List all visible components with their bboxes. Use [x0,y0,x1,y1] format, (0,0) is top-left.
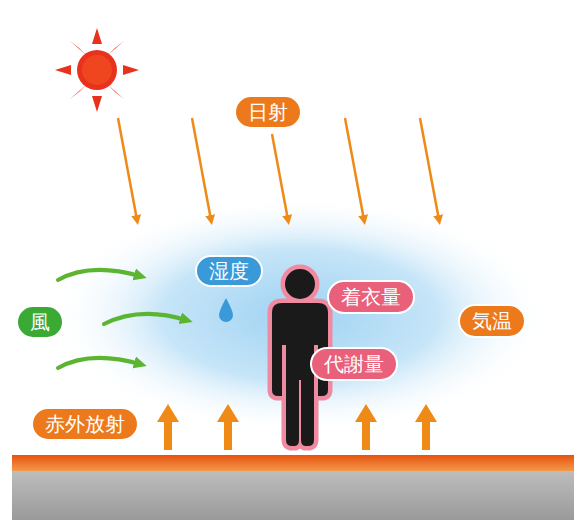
factor-label: 着衣量 [341,287,401,307]
factor-pill: 赤外放射 [31,407,139,441]
water-drop [219,298,233,322]
factor-pill: 湿度 [195,255,263,287]
ground-base [12,471,574,520]
sun [55,28,139,112]
factor-label: 代謝量 [324,354,384,374]
factor-label: 風 [30,312,50,332]
ground-surface [12,455,574,471]
infrared-arrows [157,404,437,450]
wind-arrows [58,270,186,368]
factor-label: 気温 [472,311,512,331]
factor-pill: 気温 [458,304,526,338]
factor-label: 日射 [248,102,288,122]
factor-label: 湿度 [209,261,249,281]
factor-pill: 着衣量 [327,280,415,314]
solar-rays [118,118,439,220]
factor-pill: 風 [16,305,64,339]
factor-pill: 日射 [234,95,302,129]
factor-label: 赤外放射 [45,414,125,434]
factor-pill: 代謝量 [310,347,398,381]
